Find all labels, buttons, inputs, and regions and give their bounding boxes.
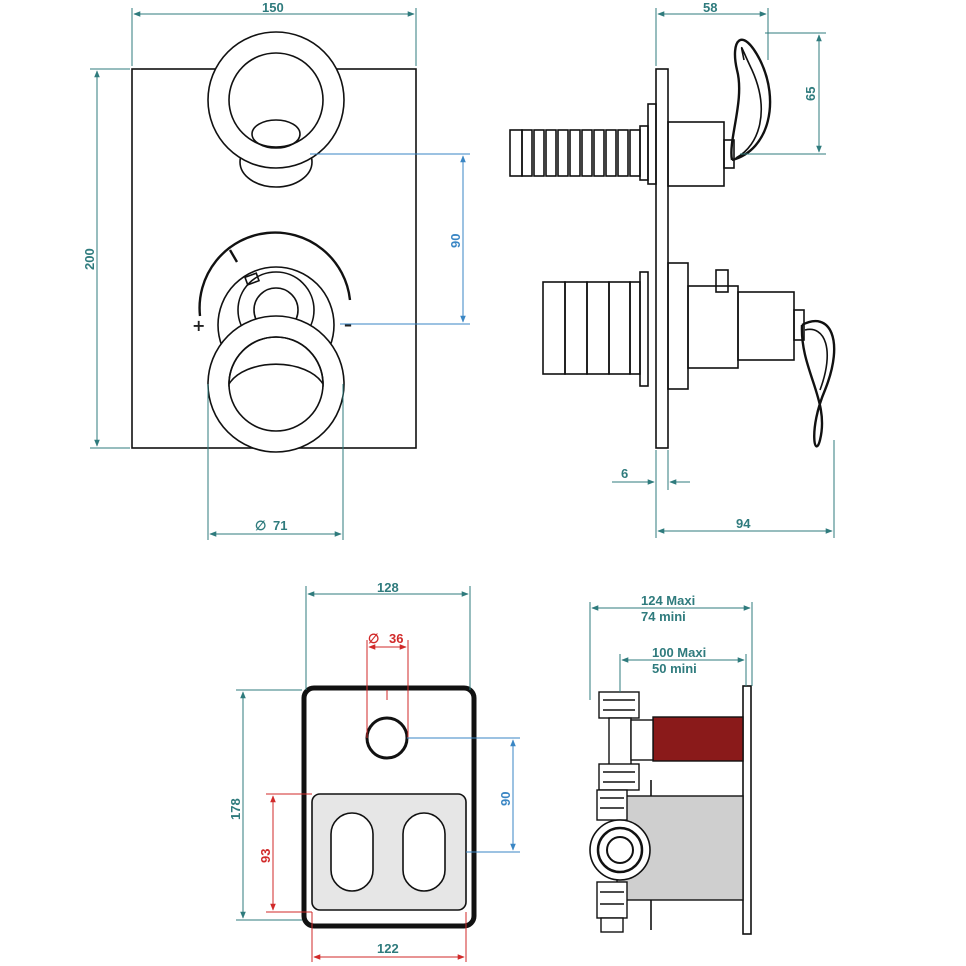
pipe-connector-side bbox=[589, 819, 651, 881]
box-side-view: 124 Maxi 74 mini 100 Maxi 50 mini bbox=[589, 593, 753, 935]
valve-stem bbox=[598, 691, 654, 791]
diverter-handle-top bbox=[207, 31, 345, 188]
dim-axis-distance: 90 bbox=[448, 234, 463, 248]
dim-front-width: 150 bbox=[262, 0, 284, 15]
diameter-symbol-71: ∅ bbox=[255, 518, 266, 533]
dim-side-total-depth: 94 bbox=[736, 516, 751, 531]
dim-cutout-height: 93 bbox=[258, 849, 273, 863]
dim-hole-diameter: 36 bbox=[389, 631, 403, 646]
diameter-symbol-36: ∅ bbox=[368, 631, 379, 646]
plus-symbol: + bbox=[192, 316, 205, 335]
dim-box-axis-distance: 90 bbox=[498, 792, 513, 806]
dim-embed-max: 100 Maxi bbox=[652, 645, 706, 660]
dim-embed-min: 50 mini bbox=[652, 661, 697, 676]
dim-body-max: 124 Maxi bbox=[641, 593, 695, 608]
box-front-view: 128 ∅ 36 178 93 90 122 bbox=[228, 580, 520, 962]
side-view: 58 65 6 94 bbox=[509, 0, 836, 538]
dim-handle-diameter: 71 bbox=[273, 518, 287, 533]
dim-front-height: 200 bbox=[82, 248, 97, 270]
box-slot-right bbox=[402, 812, 446, 892]
thermostat-handle bbox=[198, 231, 352, 453]
dim-box-width: 128 bbox=[377, 580, 399, 595]
lever-handle-upper bbox=[730, 38, 772, 162]
pipe-connector-lower bbox=[596, 881, 628, 933]
side-plate bbox=[655, 68, 669, 449]
dim-side-handle-depth: 58 bbox=[703, 0, 717, 15]
red-sleeve bbox=[652, 716, 744, 762]
front-view: + – 150 200 90 ∅ 71 bbox=[82, 0, 470, 540]
pipe-connector-upper bbox=[596, 789, 628, 821]
dim-cutout-width: 122 bbox=[377, 941, 399, 956]
lever-handle-lower bbox=[800, 319, 836, 448]
dim-box-height: 178 bbox=[228, 798, 243, 820]
dim-side-handle-height: 65 bbox=[803, 87, 818, 101]
dim-plate-thickness: 6 bbox=[621, 466, 628, 481]
upper-cartridge-ribs bbox=[521, 129, 641, 177]
box-hole bbox=[365, 716, 409, 760]
box-side-plate bbox=[742, 685, 752, 935]
box-slot-left bbox=[330, 812, 374, 892]
dim-body-min: 74 mini bbox=[641, 609, 686, 624]
box-outer-frame bbox=[301, 685, 477, 929]
